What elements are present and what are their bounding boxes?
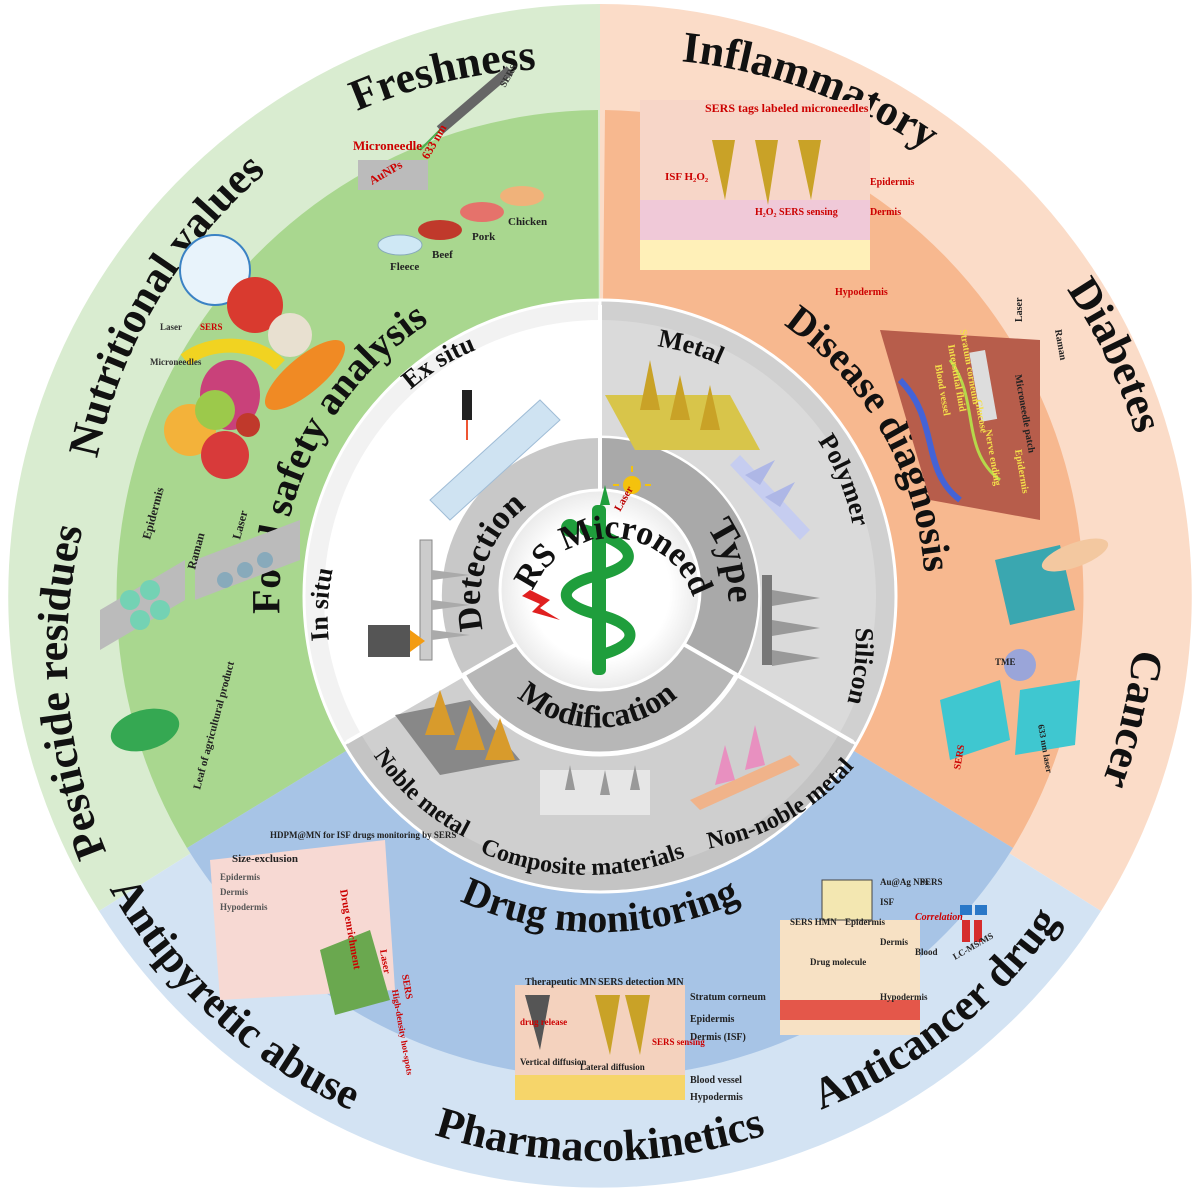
pk-stratum-text: Stratum corneum — [690, 992, 766, 1003]
antipyretic-sers-text: SERS — [399, 974, 414, 1001]
lightning-icon — [522, 590, 560, 620]
pk-lateral-text: Lateral diffusion — [580, 1062, 645, 1072]
nutrition-panel: Laser SERS Microneedles — [150, 234, 346, 479]
anticancer-panel: Au@Ag NPs SERS ISF Correlation SERS HMN … — [780, 877, 995, 1035]
anticancer-sers-text: SERS — [920, 877, 943, 887]
diabetes-raman-text: Raman — [1052, 329, 1068, 362]
pk-hypodermis-text: Hypodermis — [690, 1092, 743, 1103]
nutrition-microneedles-text: Microneedles — [150, 357, 202, 367]
antipyretic-laser-text: Laser — [377, 949, 392, 976]
anticancer-dermis-text: Dermis — [880, 937, 908, 947]
antipyretic-dermis-text: Dermis — [220, 887, 248, 897]
anticancer-np-text: Au@Ag NPs — [880, 877, 929, 887]
anticancer-epidermis-text: Epidermis — [845, 917, 886, 927]
sample-chicken-text: Chicken — [508, 216, 547, 228]
inflammatory-epidermis-text: Epidermis — [870, 177, 915, 188]
anticancer-blood-text: Blood — [915, 947, 938, 957]
freshness-microneedle-text: Microneedle — [353, 138, 422, 153]
antipyretic-title-text: HDPM@MN for ISF drugs monitoring by SERS — [270, 830, 456, 840]
pk-vessel-text: Blood vessel — [690, 1075, 742, 1086]
pk-dermis-text: Dermis (ISF) — [690, 1032, 746, 1043]
antipyretic-epidermis-text: Epidermis — [220, 872, 261, 882]
nutrition-laser-text: Laser — [160, 322, 182, 332]
sample-fleece-text: Fleece — [390, 261, 419, 273]
in-situ-label: In situ — [305, 565, 339, 642]
anticancer-hmn-text: SERS HMN — [790, 917, 837, 927]
pk-epidermis-text: Epidermis — [690, 1014, 735, 1025]
antipyretic-size-exclusion-text: Size-exclusion — [232, 853, 298, 865]
anticancer-isf-text: ISF — [880, 897, 895, 907]
anticancer-molecule-text: Drug molecule — [810, 957, 866, 967]
snake-staff-icon — [561, 485, 636, 675]
inflammatory-title-text: SERS tags labeled microneedles — [705, 101, 869, 115]
pk-drug-release-text: drug release — [520, 1017, 567, 1027]
composite-materials-illustration — [540, 765, 650, 815]
metal-microneedle-illustration — [605, 360, 760, 450]
silicon-microneedle-illustration — [762, 575, 820, 666]
pk-therapeutic-text: Therapeutic MN — [525, 977, 597, 988]
pharmacokinetics-panel: Therapeutic MN SERS detection MN Stratum… — [515, 977, 766, 1103]
cancer-sers-text: SERS — [952, 744, 967, 771]
non-noble-metal-illustration — [690, 725, 800, 810]
inflammatory-isf-text: ISF H₂O₂ — [665, 171, 709, 183]
noble-metal-illustration — [395, 690, 520, 775]
pk-detection-text: SERS detection MN — [598, 977, 684, 988]
sample-pork-text: Pork — [472, 231, 496, 243]
ex-situ-illustration — [429, 390, 561, 521]
inflammatory-dermis-text: Dermis — [870, 207, 901, 218]
sample-beef-text: Beef — [432, 249, 453, 261]
inflammatory-sensing-text: H₂O₂ SERS sensing — [755, 207, 838, 218]
inflammatory-hypodermis-text: Hypodermis — [835, 287, 888, 298]
cancer-panel: 633 nm laser SERS TME — [940, 538, 1109, 774]
cancer-tme-text: TME — [995, 657, 1016, 667]
antipyretic-panel: HDPM@MN for ISF drugs monitoring by SERS… — [210, 830, 456, 1076]
diabetes-panel: Laser Raman Microneedle patch Stratum co… — [880, 297, 1068, 520]
anticancer-correlation-text: Correlation — [915, 912, 963, 923]
anticancer-hypodermis-text: Hypodermis — [880, 992, 928, 1002]
polymer-microneedle-illustration — [730, 455, 810, 540]
pk-vertical-text: Vertical diffusion — [520, 1057, 586, 1067]
inflammatory-panel: SERS tags labeled microneedles ISF H₂O₂ … — [640, 100, 915, 298]
nutrition-sers-text: SERS — [200, 322, 223, 332]
antipyretic-hypodermis-text: Hypodermis — [220, 902, 268, 912]
diabetes-laser-text: Laser — [1014, 297, 1025, 322]
pk-sers-sensing-text: SERS sensing — [652, 1037, 705, 1047]
in-situ-illustration — [368, 539, 470, 661]
